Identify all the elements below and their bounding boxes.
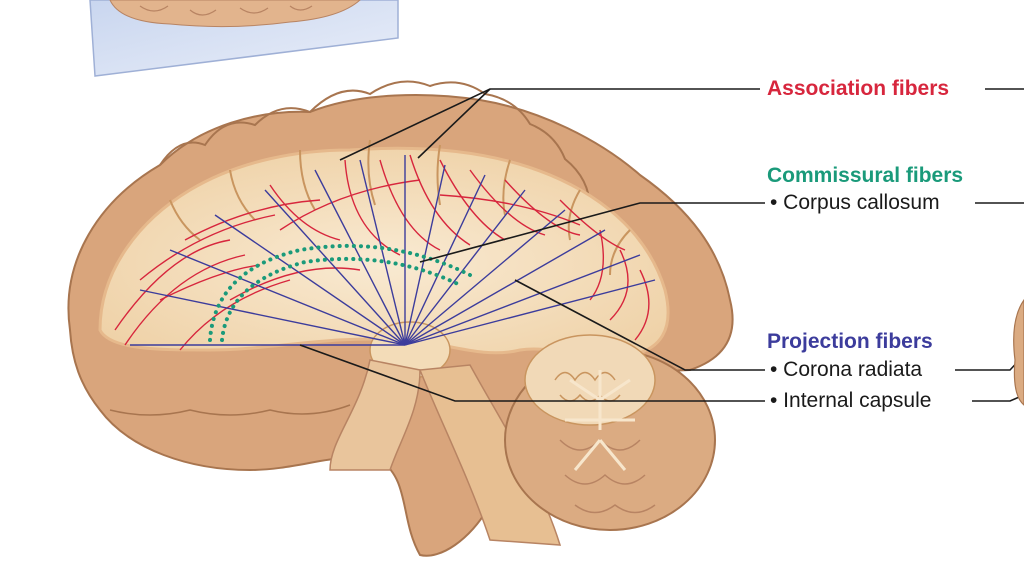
- corona-radiata-label: • Corona radiata: [770, 358, 922, 382]
- corpus-callosum-label: • Corpus callosum: [770, 191, 940, 215]
- inset-panel: [90, 0, 398, 76]
- internal-capsule-label: • Internal capsule: [770, 389, 931, 413]
- projection-fibers-label: Projection fibers: [767, 330, 933, 354]
- right-edge-structure: [1014, 300, 1024, 405]
- commissural-fibers-label: Commissural fibers: [767, 164, 963, 188]
- leader-corona-radiata-right: [955, 355, 1024, 370]
- leader-internal-capsule-right: [972, 395, 1024, 401]
- association-fibers-label: Association fibers: [767, 77, 949, 101]
